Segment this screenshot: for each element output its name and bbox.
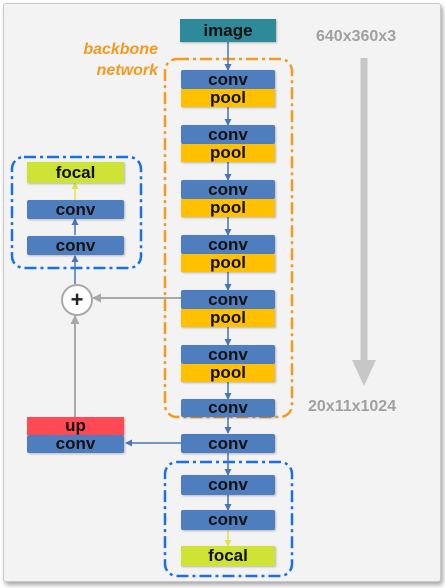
backbone-pool-1: pool bbox=[181, 88, 275, 107]
backbone-pool-6: pool bbox=[181, 363, 275, 382]
backbone-conv-2: conv bbox=[181, 125, 275, 144]
bottom-head-conv-1: conv bbox=[181, 475, 275, 495]
left-head-conv-1: conv bbox=[27, 200, 124, 219]
backbone-label-line1: backbone bbox=[83, 41, 158, 58]
scale-arrow-head bbox=[352, 360, 376, 386]
merge-add-icon: + bbox=[61, 284, 93, 316]
up-branch-conv: conv bbox=[27, 434, 124, 453]
bottom-head-focal: focal bbox=[181, 546, 275, 566]
bottom-head-conv-2: conv bbox=[181, 510, 275, 530]
backbone-conv-5: conv bbox=[181, 290, 275, 309]
backbone-conv-3: conv bbox=[181, 180, 275, 199]
backbone-conv-7: conv bbox=[181, 398, 275, 417]
output-size-label: 20x11x1024 bbox=[308, 398, 397, 415]
backbone-conv-1: conv bbox=[181, 70, 275, 89]
left-head-border bbox=[10, 155, 143, 270]
backbone-pool-5: pool bbox=[181, 308, 275, 327]
up-block: up bbox=[27, 416, 124, 435]
left-head-focal: focal bbox=[27, 162, 124, 183]
backbone-pool-3: pool bbox=[181, 198, 275, 217]
backbone-conv-6: conv bbox=[181, 345, 275, 364]
input-size-label: 640x360x3 bbox=[316, 28, 397, 45]
backbone-pool-4: pool bbox=[181, 253, 275, 272]
backbone-pool-2: pool bbox=[181, 143, 275, 162]
backbone-label-line2: network bbox=[96, 62, 158, 79]
left-head-conv-2: conv bbox=[27, 236, 124, 255]
backbone-label: backbone network bbox=[68, 39, 158, 81]
bridge-conv: conv bbox=[181, 434, 275, 453]
image-block: image bbox=[180, 19, 276, 42]
backbone-conv-4: conv bbox=[181, 235, 275, 254]
